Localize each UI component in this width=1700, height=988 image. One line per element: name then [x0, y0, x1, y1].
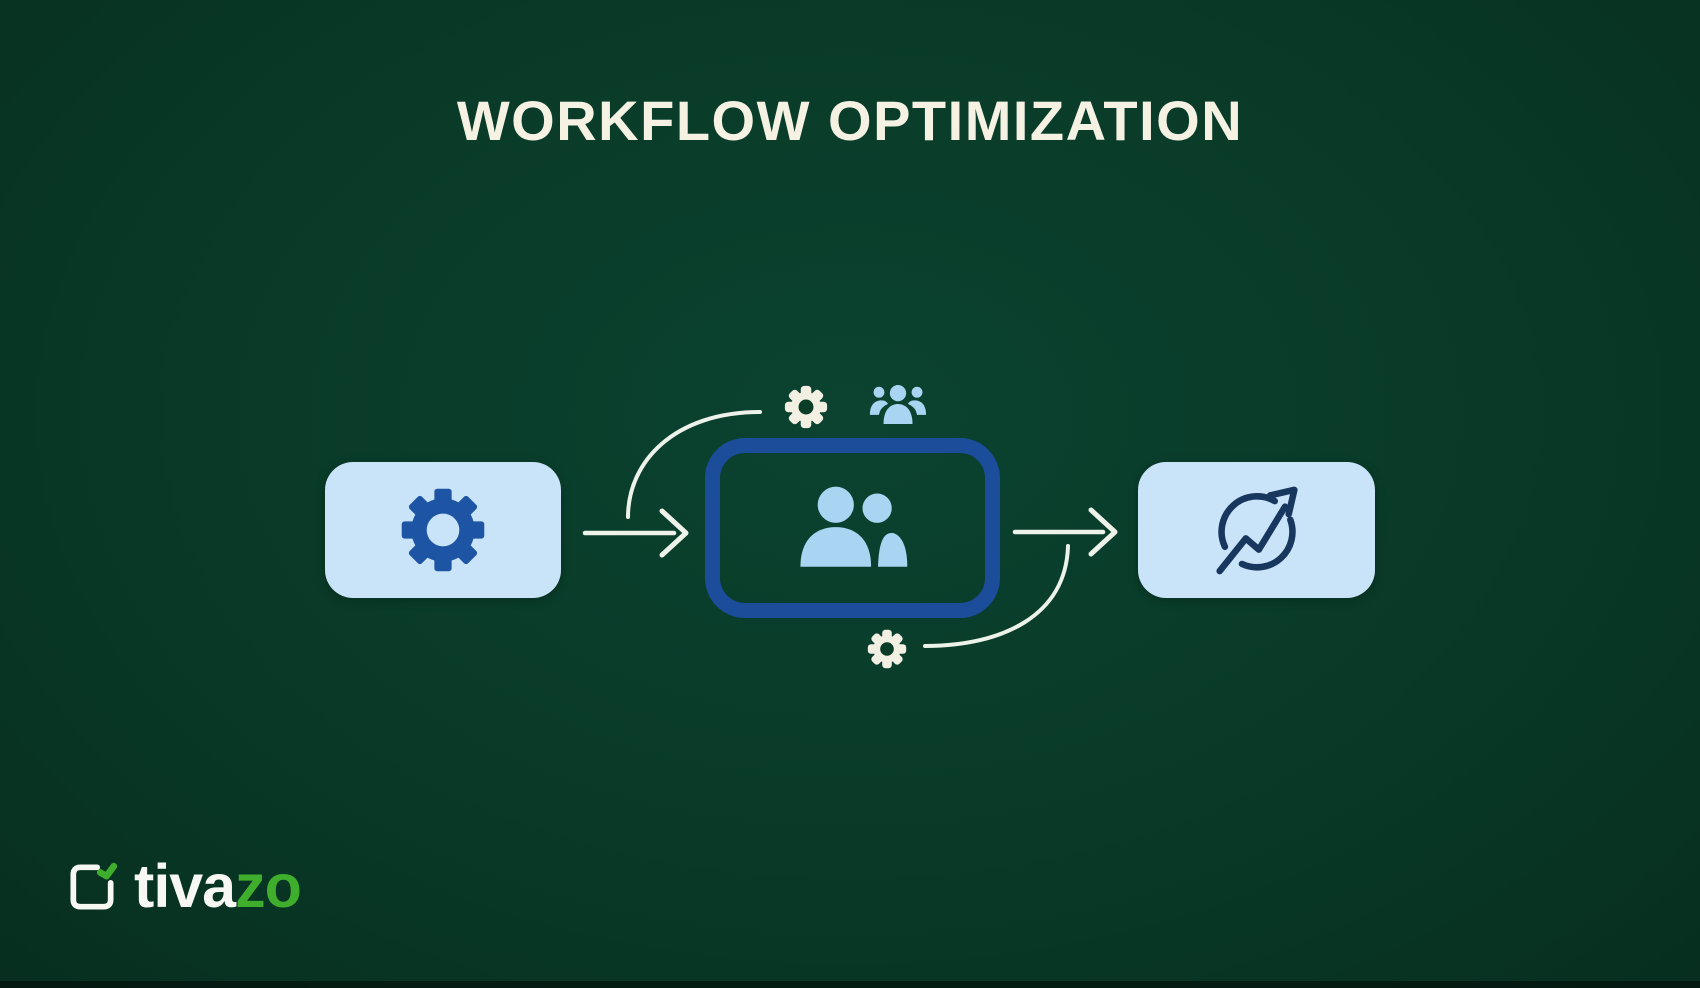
gear-accent-top-icon	[784, 385, 828, 429]
node-process	[325, 462, 561, 598]
tivazo-logo-text: tivazo	[134, 856, 302, 917]
arrow-process-to-team	[582, 508, 689, 558]
logo-text-accent: zo	[235, 852, 302, 920]
gear-accent-bottom-icon	[867, 629, 907, 669]
logo-text-primary: tiva	[134, 852, 236, 920]
node-growth	[1138, 462, 1375, 598]
people-group-accent-icon	[869, 384, 927, 424]
tivazo-logo: tivazo	[66, 856, 302, 917]
tivazo-logo-icon	[70, 862, 118, 910]
arrow-team-to-growth	[1012, 507, 1118, 557]
node-team	[705, 438, 1000, 618]
gear-icon	[401, 488, 485, 572]
growth-arrow-icon	[1215, 486, 1298, 575]
people-icon	[799, 486, 907, 567]
page-title: WORKFLOW OPTIMIZATION	[456, 89, 1244, 152]
